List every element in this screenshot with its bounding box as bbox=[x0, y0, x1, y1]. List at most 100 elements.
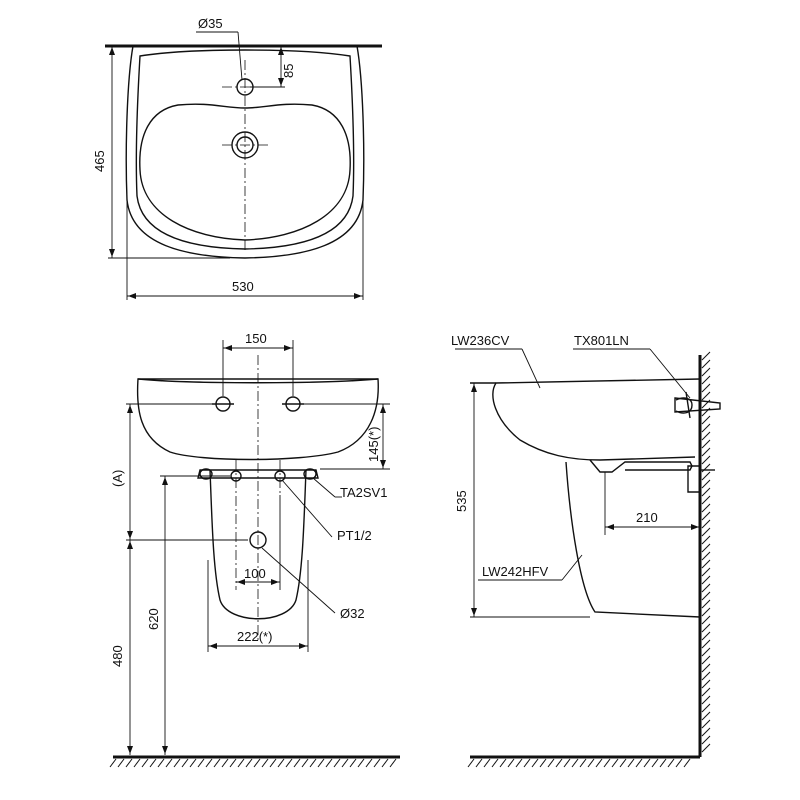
hatch-line bbox=[357, 758, 365, 768]
hatch-line bbox=[701, 567, 711, 577]
dimA-label: (A) bbox=[110, 470, 125, 487]
hatch-line bbox=[285, 758, 293, 768]
hatch-line bbox=[619, 758, 627, 768]
arrow bbox=[606, 524, 614, 530]
hatch-line bbox=[229, 758, 237, 768]
hatch-line bbox=[491, 758, 499, 768]
hatch-line bbox=[261, 758, 269, 768]
hatch-line bbox=[701, 503, 711, 513]
hatch-line bbox=[701, 647, 711, 657]
hatch-line bbox=[701, 575, 711, 585]
hatch-line bbox=[269, 758, 277, 768]
hatch-line bbox=[611, 758, 619, 768]
arrow bbox=[127, 531, 133, 539]
hatch-line bbox=[507, 758, 515, 768]
trap-label: TA2SV1 bbox=[340, 485, 387, 500]
hatch-line bbox=[213, 758, 221, 768]
hatch-line bbox=[683, 758, 691, 768]
arrow bbox=[354, 293, 362, 299]
dia35-label: Ø35 bbox=[198, 16, 223, 31]
wall-hatch bbox=[701, 351, 711, 753]
hatch-line bbox=[701, 559, 711, 569]
basin-leader bbox=[521, 348, 541, 389]
dim535-label: 535 bbox=[454, 490, 469, 512]
arrow bbox=[380, 405, 386, 413]
hatch-line bbox=[149, 758, 157, 768]
faucet-body bbox=[674, 397, 721, 413]
hatch-line bbox=[701, 463, 711, 473]
arrow bbox=[127, 541, 133, 549]
hatch-line bbox=[667, 758, 675, 768]
hatch-line bbox=[499, 758, 507, 768]
hatch-line bbox=[701, 591, 711, 601]
hatch-line bbox=[515, 758, 523, 768]
hatch-line bbox=[181, 758, 189, 768]
pedestal-leader bbox=[561, 554, 583, 581]
hatch-line bbox=[141, 758, 149, 768]
hatch-line bbox=[701, 703, 711, 713]
hatch-line bbox=[237, 758, 245, 768]
trap-leader bbox=[312, 477, 336, 498]
hatch-line bbox=[701, 367, 711, 377]
hatch-line bbox=[189, 758, 197, 768]
arrow bbox=[380, 460, 386, 468]
hatch-line bbox=[701, 471, 711, 481]
pt-label: PT1/2 bbox=[337, 528, 372, 543]
hatch-line bbox=[701, 695, 711, 705]
hatch-line bbox=[701, 671, 711, 681]
arrow bbox=[109, 249, 115, 257]
arrow bbox=[284, 345, 292, 351]
hatch-line bbox=[389, 758, 397, 768]
hatch-line bbox=[701, 679, 711, 689]
hatch-line bbox=[701, 711, 711, 721]
hatch-line bbox=[701, 663, 711, 673]
hatch-line bbox=[701, 487, 711, 497]
side-pedestal bbox=[565, 461, 701, 618]
front-basin-rim bbox=[137, 378, 379, 384]
hatch-line bbox=[205, 758, 213, 768]
hatch-line bbox=[701, 599, 711, 609]
side-view: 535 210 LW236CV TX801LN LW242HFV bbox=[451, 333, 721, 768]
arrow bbox=[224, 345, 232, 351]
pedestal-label: LW242HFV bbox=[482, 564, 549, 579]
floor-hatch-side bbox=[467, 758, 691, 768]
hatch-line bbox=[523, 758, 531, 768]
hatch-line bbox=[701, 623, 711, 633]
arrow bbox=[162, 746, 168, 754]
arrow bbox=[109, 47, 115, 55]
hatch-line bbox=[579, 758, 587, 768]
hatch-line bbox=[253, 758, 261, 768]
hatch-line bbox=[373, 758, 381, 768]
dia35-leader-2 bbox=[237, 31, 243, 81]
hatch-line bbox=[701, 527, 711, 537]
hatch-line bbox=[563, 758, 571, 768]
dim222-label: 222(*) bbox=[237, 629, 272, 644]
dim620-label: 620 bbox=[146, 608, 161, 630]
arrow bbox=[162, 477, 168, 485]
basin-rim bbox=[135, 49, 355, 250]
floor-hatch-front bbox=[109, 758, 397, 768]
hatch-line bbox=[165, 758, 173, 768]
hatch-line bbox=[309, 758, 317, 768]
arrow bbox=[278, 47, 284, 55]
hatch-line bbox=[701, 719, 711, 729]
hatch-line bbox=[341, 758, 349, 768]
waste-label: Ø32 bbox=[340, 606, 365, 621]
hatch-line bbox=[701, 727, 711, 737]
side-trap bbox=[589, 459, 693, 473]
hatch-line bbox=[117, 758, 125, 768]
hatch-line bbox=[659, 758, 667, 768]
hatch-line bbox=[701, 735, 711, 745]
arrow bbox=[128, 293, 136, 299]
dim210-label: 210 bbox=[636, 510, 658, 525]
trap-end-right bbox=[303, 468, 317, 480]
hatch-line bbox=[157, 758, 165, 768]
hatch-line bbox=[701, 687, 711, 697]
hatch-line bbox=[125, 758, 133, 768]
faucet-handle bbox=[675, 397, 693, 414]
hatch-line bbox=[301, 758, 309, 768]
hatch-line bbox=[701, 607, 711, 617]
arrow bbox=[691, 524, 699, 530]
faucet-label: TX801LN bbox=[574, 333, 629, 348]
